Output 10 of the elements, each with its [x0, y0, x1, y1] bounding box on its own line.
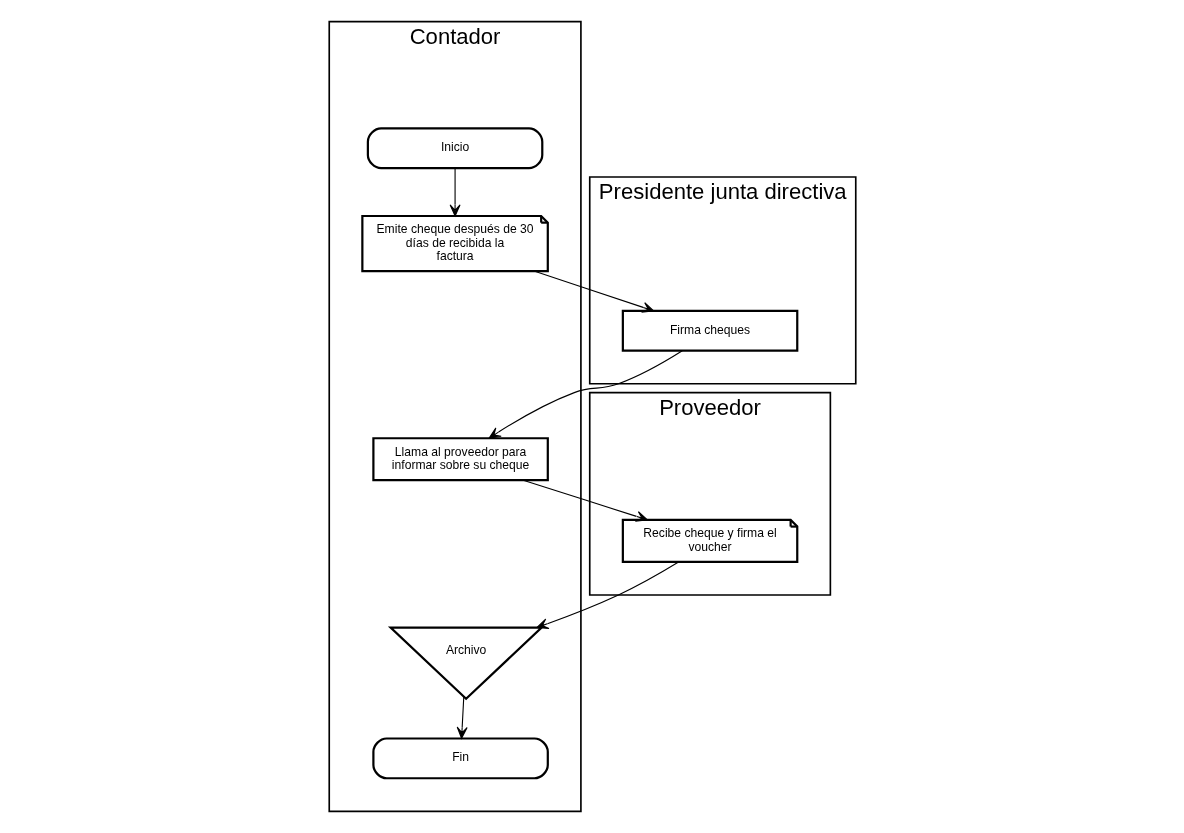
- arrow: [456, 696, 468, 739]
- arrow: [488, 350, 683, 439]
- arrow: [533, 270, 654, 313]
- arrow: [449, 167, 461, 217]
- node-box: Inicio: [366, 127, 543, 170]
- node-box: Llama al proveedor para informar sobre su cheque: [371, 437, 549, 482]
- node-box: Firma cheques: [621, 309, 798, 352]
- node-box: Fin: [371, 737, 549, 780]
- arrow: [535, 561, 679, 629]
- arrow: [522, 479, 648, 522]
